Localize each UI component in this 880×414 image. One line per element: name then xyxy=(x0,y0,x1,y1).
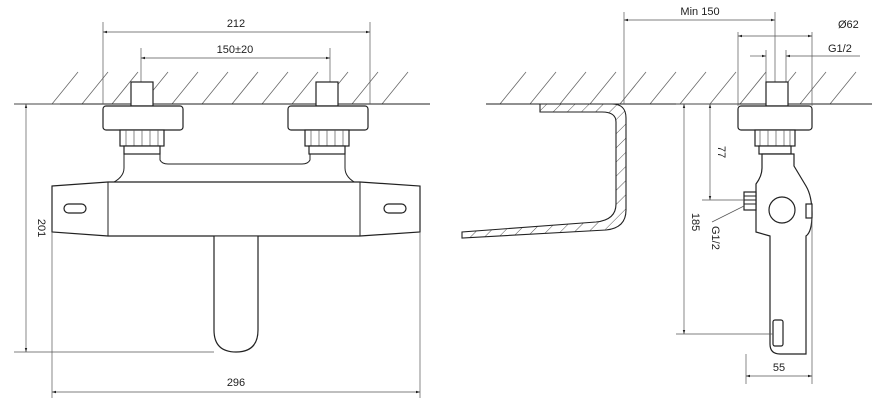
left-inlet xyxy=(102,81,184,155)
dim-150-20: 150±20 xyxy=(140,44,331,82)
mixer-body-side xyxy=(755,153,813,355)
dim-296: 296 xyxy=(51,232,421,398)
left-slot xyxy=(63,203,87,214)
dim-g12-side: G1/2 xyxy=(709,205,745,250)
right-slot xyxy=(383,203,407,214)
side-view: Min 150 Ø62 G1/2 xyxy=(623,6,860,384)
dim-d62: Ø62 xyxy=(737,19,859,106)
dim-label-d62: Ø62 xyxy=(838,19,859,31)
dim-label-55: 55 xyxy=(773,362,785,374)
dim-label-77: 77 xyxy=(715,146,727,158)
dim-label-g12-side: G1/2 xyxy=(709,226,721,250)
dim-label-296: 296 xyxy=(227,377,245,389)
dim-label-g12-top: G1/2 xyxy=(828,43,852,55)
spout-tip-side xyxy=(772,319,784,347)
outlet-circle xyxy=(768,196,796,224)
dim-212: 212 xyxy=(102,18,371,104)
wall-hatch-side xyxy=(486,71,872,105)
dim-77: 77 xyxy=(702,103,744,201)
front-view: 212 150±20 xyxy=(14,18,430,398)
dim-label-150-20: 150±20 xyxy=(217,44,254,56)
wall-hatch-front xyxy=(14,71,430,105)
dim-label-212: 212 xyxy=(227,18,245,30)
right-inlet xyxy=(287,81,369,155)
dim-201: 201 xyxy=(14,103,214,353)
dim-g12-top: G1/2 xyxy=(750,43,860,82)
dim-label-201: 201 xyxy=(35,219,47,237)
spout-front xyxy=(213,236,259,353)
dim-min-150: Min 150 xyxy=(623,6,776,104)
dim-55: 55 xyxy=(745,218,813,384)
side-port xyxy=(743,191,757,211)
dim-label-min-150: Min 150 xyxy=(680,6,719,18)
mixer-body-front xyxy=(51,154,421,353)
dim-label-185: 185 xyxy=(689,213,701,231)
dim-185: 185 xyxy=(676,103,773,335)
